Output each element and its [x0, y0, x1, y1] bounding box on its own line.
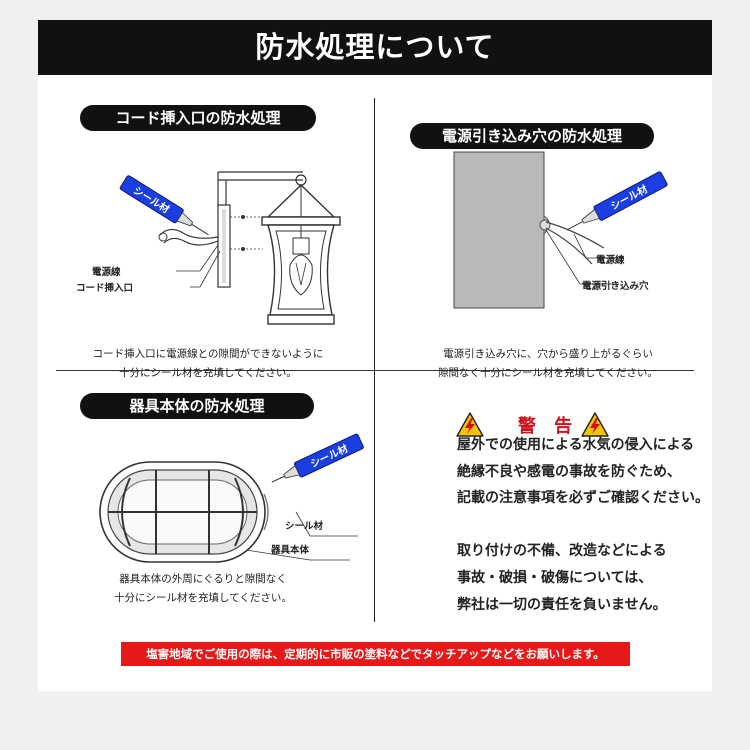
sealant-tube: シール材: [566, 171, 668, 231]
warning-line: 取り付けの不備、改造などによる: [457, 543, 667, 559]
body-callout-sealant: シール材: [285, 521, 324, 532]
salt-damage-notice: 塩害地域でご使用の際は、定期的に市販の塗料などでタッチアップなどをお願いします。: [121, 642, 630, 666]
waterproofing-sheet: 防水処理について コード挿入口の防水処理: [38, 20, 712, 691]
warning-line: 屋外での使用による水気の侵入による: [457, 437, 695, 453]
warning-line: 記載の注意事項を必ずご確認ください。: [457, 490, 709, 506]
body-callout-fixture: 器具本体: [271, 545, 310, 556]
cord-inlet-heading: コード挿入口の防水処理: [80, 105, 316, 131]
cord-inlet-illustration: シール材: [119, 171, 341, 325]
horizontal-divider: [56, 370, 694, 371]
sealant-tube: シール材: [119, 175, 209, 236]
wall-hole-caption: 電源引き込み穴に、穴から盛り上がるぐらい 隙間なく十分にシール材を充填してくださ…: [438, 348, 658, 379]
page-title: 防水処理について: [38, 20, 712, 75]
fixture-body-illustration: シール材: [99, 433, 364, 563]
fixture-body-caption: 器具本体の外周にぐるりと隙間なく 十分にシール材を充填してください。: [114, 573, 292, 604]
wall-hole-heading: 電源引き込み穴の防水処理: [410, 123, 654, 149]
vertical-divider: [374, 98, 375, 622]
cord-inlet-caption: コード挿入口に電源線との隙間ができないように 十分にシール材を充填してください。: [92, 348, 324, 379]
wall-callout-wire: 電源線: [596, 255, 625, 266]
warning-title: 警 告: [517, 416, 579, 437]
warning-line: 事故・破損・破傷については、: [457, 570, 653, 586]
warning-icon: [456, 412, 484, 437]
cord-callout-wire: 電源線: [92, 267, 121, 278]
cord-callout-inlet: コード挿入口: [76, 283, 134, 294]
sealant-tube: シール材: [271, 433, 364, 483]
warning-line: 弊社は一切の責任を負いません。: [457, 597, 667, 613]
warning-line: 絶縁不良や感電の事故を防ぐため、: [457, 464, 681, 480]
wall-hole-illustration: シール材: [453, 151, 668, 309]
fixture-body-heading: 器具本体の防水処理: [80, 393, 314, 419]
warning-icon: [581, 412, 609, 437]
wall-callout-hole: 電源引き込み穴: [582, 281, 649, 292]
